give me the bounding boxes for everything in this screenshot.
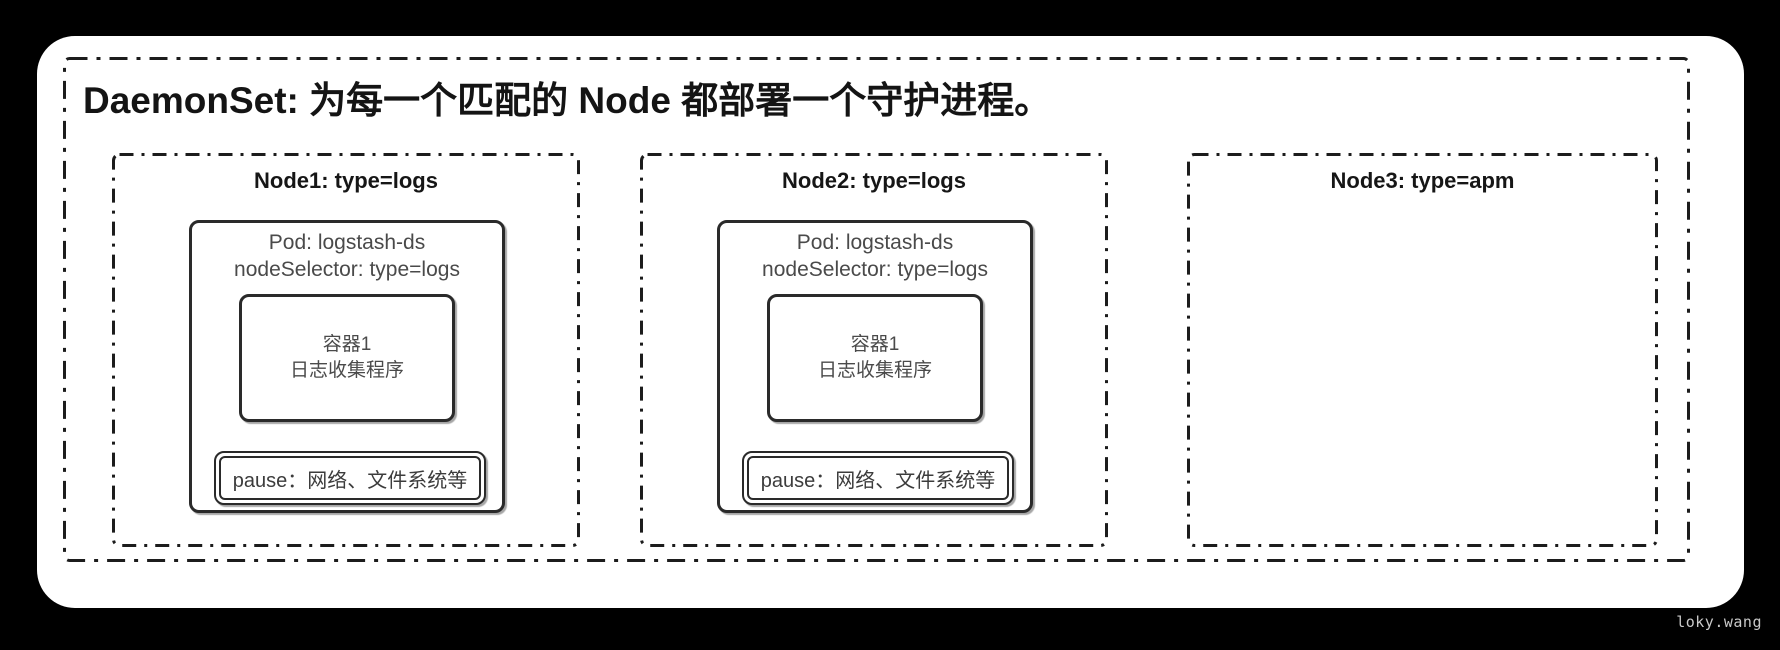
watermark: loky.wang: [1676, 613, 1762, 631]
node1-container-desc: 日志收集程序: [289, 360, 404, 381]
daemonset-boundary: DaemonSet: 为每一个匹配的 Node 都部署一个守护进程。 Node1…: [63, 57, 1690, 562]
node1-pod-name: Pod: logstash-ds: [268, 231, 426, 254]
diagram-title: DaemonSet: 为每一个匹配的 Node 都部署一个守护进程。: [83, 80, 1052, 121]
node2-box: Node2: type=logs Pod: logstash-ds nodeSe…: [640, 153, 1108, 547]
node2-pod-selector: nodeSelector: type=logs: [762, 258, 988, 281]
node1-box: Node1: type=logs Pod: logstash-ds nodeSe…: [112, 153, 580, 547]
node1-pause-box: pause：网络、文件系统等: [214, 451, 486, 505]
node2-pod-box: Pod: logstash-ds nodeSelector: type=logs…: [717, 220, 1033, 513]
node1-pod-box: Pod: logstash-ds nodeSelector: type=logs…: [189, 220, 505, 513]
node2-container-box: 容器1 日志收集程序: [767, 294, 983, 422]
node2-pod-name: Pod: logstash-ds: [796, 231, 954, 254]
node1-pause-label: pause：网络、文件系统等: [219, 456, 481, 500]
node1-container-box: 容器1 日志收集程序: [239, 294, 455, 422]
node1-pod-selector: nodeSelector: type=logs: [234, 258, 460, 281]
node3-border: [1187, 153, 1658, 547]
node1-title: Node1: type=logs: [254, 168, 438, 193]
diagram-card: DaemonSet: 为每一个匹配的 Node 都部署一个守护进程。 Node1…: [37, 36, 1744, 608]
node2-title: Node2: type=logs: [782, 168, 966, 193]
node2-container-name: 容器1: [850, 334, 900, 355]
node3-box: Node3: type=apm: [1187, 153, 1658, 547]
node2-pause-box: pause：网络、文件系统等: [742, 451, 1014, 505]
node2-container-desc: 日志收集程序: [817, 360, 932, 381]
node2-pause-label: pause：网络、文件系统等: [747, 456, 1009, 500]
node1-container-name: 容器1: [322, 334, 372, 355]
node3-title: Node3: type=apm: [1330, 168, 1515, 193]
